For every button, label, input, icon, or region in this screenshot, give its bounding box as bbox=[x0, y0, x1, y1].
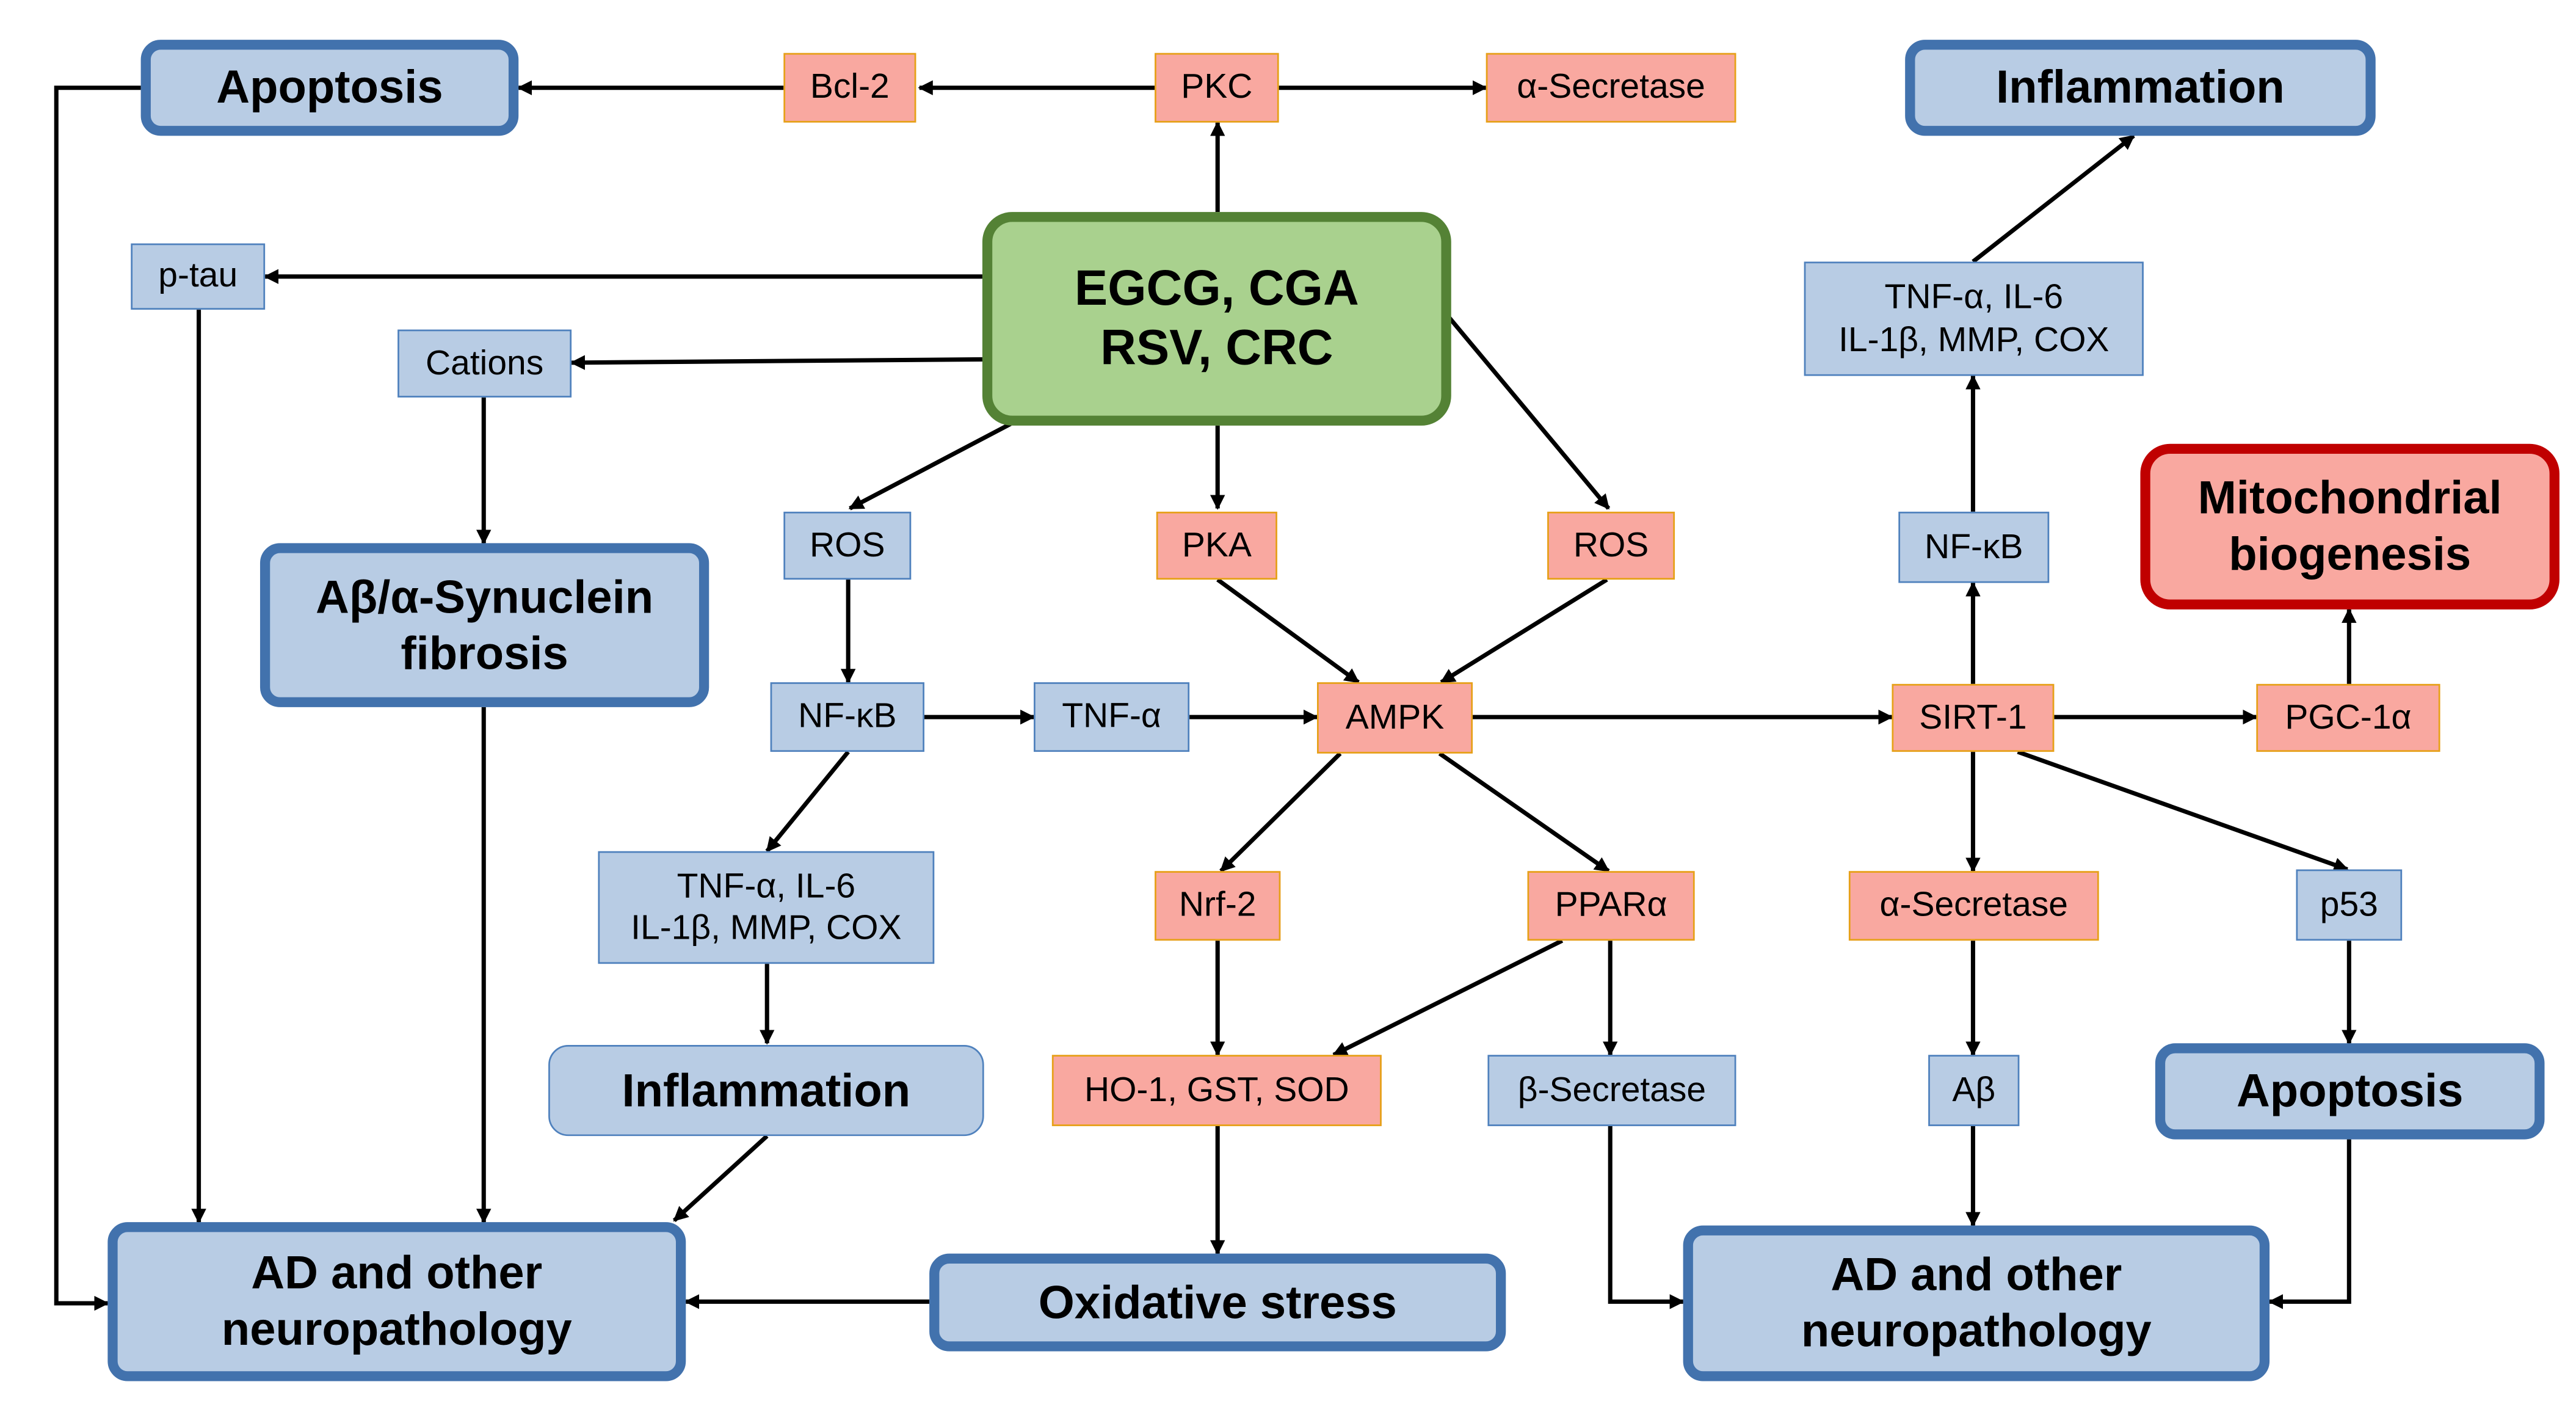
abeta-box: Aβ bbox=[1928, 1055, 2020, 1126]
bcl2-box: Bcl-2 bbox=[783, 53, 916, 123]
compounds-box: EGCG, CGA RSV, CRC bbox=[982, 212, 1451, 426]
sirt1-box: SIRT-1 bbox=[1892, 683, 2055, 752]
arrow-inflammation-to-ad bbox=[672, 1134, 769, 1223]
arrow-ampk-to-nrf2 bbox=[1219, 752, 1342, 873]
ad-right-box: AD and other neuropathology bbox=[1683, 1225, 2270, 1381]
arrow-apoptosis-to-ad-left bbox=[54, 86, 141, 1311]
arrow-ampk-to-ppara bbox=[1438, 751, 1610, 873]
sirt1-label: SIRT-1 bbox=[1919, 699, 2027, 737]
arrow-ros-to-ampk bbox=[1440, 578, 1608, 685]
nfkb-right-box: NF-κB bbox=[1898, 511, 2050, 583]
cations-box: Cations bbox=[397, 329, 572, 398]
alpha-secretase-right-label: α-Secretase bbox=[1879, 886, 2069, 925]
pgc1a-box: PGC-1α bbox=[2256, 683, 2440, 752]
arrow-center-to-ros-left bbox=[848, 422, 1012, 511]
cytokines-left-box: TNF-α, IL-6 IL-1β, MMP, COX bbox=[598, 851, 935, 964]
inflammation-left-box: Inflammation bbox=[548, 1045, 984, 1137]
alpha-secretase-top-box: α-Secretase bbox=[1486, 53, 1736, 123]
ptau-box: p-tau bbox=[131, 243, 266, 310]
beta-secretase-label: β-Secretase bbox=[1517, 1071, 1707, 1110]
arrow-center-to-ros-right bbox=[1448, 316, 1611, 510]
abeta-label: Aβ bbox=[1952, 1071, 1996, 1110]
p53-label: p53 bbox=[2320, 886, 2378, 924]
bcl2-label: Bcl-2 bbox=[810, 68, 890, 107]
mito-biogenesis-label: Mitochondrial biogenesis bbox=[2197, 472, 2502, 580]
apoptosis-right-label: Apoptosis bbox=[2236, 1065, 2464, 1117]
oxidative-stress-box: Oxidative stress bbox=[929, 1253, 1506, 1352]
inflammation-top-box: Inflammation bbox=[1905, 40, 2376, 136]
antioxidants-label: HO-1, GST, SOD bbox=[1084, 1071, 1349, 1110]
alpha-secretase-top-label: α-Secretase bbox=[1517, 68, 1705, 107]
ros-left-label: ROS bbox=[810, 526, 885, 565]
nrf2-box: Nrf-2 bbox=[1155, 871, 1281, 941]
cations-label: Cations bbox=[425, 344, 544, 383]
nfkb-left-label: NF-κB bbox=[798, 697, 897, 737]
pka-label: PKA bbox=[1181, 526, 1252, 565]
arrow-pka-to-ampk bbox=[1216, 578, 1360, 685]
ros-right-label: ROS bbox=[1573, 526, 1649, 565]
ampk-box: AMPK bbox=[1316, 682, 1473, 754]
compounds-label: EGCG, CGA RSV, CRC bbox=[1074, 261, 1359, 376]
ppara-box: PPARα bbox=[1527, 871, 1695, 941]
fibrosis-box: Aβ/α-Synuclein fibrosis bbox=[259, 543, 709, 707]
ad-left-box: AD and other neuropathology bbox=[107, 1222, 686, 1381]
ad-left-label: AD and other neuropathology bbox=[221, 1247, 572, 1355]
antioxidants-box: HO-1, GST, SOD bbox=[1051, 1055, 1382, 1126]
pkc-box: PKC bbox=[1155, 53, 1279, 123]
pka-box: PKA bbox=[1156, 511, 1277, 580]
ppara-label: PPARα bbox=[1555, 886, 1667, 925]
beta-secretase-box: β-Secretase bbox=[1487, 1055, 1736, 1126]
cytokines-right-label: TNF-α, IL-6 IL-1β, MMP, COX bbox=[1838, 278, 2110, 359]
nrf2-label: Nrf-2 bbox=[1178, 886, 1257, 925]
inflammation-top-label: Inflammation bbox=[1996, 61, 2285, 113]
nfkb-right-label: NF-κB bbox=[1925, 528, 2023, 567]
pgc1a-label: PGC-1α bbox=[2285, 699, 2412, 737]
arrow-apoptosis-to-ad-right bbox=[2268, 1139, 2351, 1309]
tnfa-box: TNF-α bbox=[1034, 682, 1190, 752]
alpha-secretase-right-box: α-Secretase bbox=[1848, 871, 2099, 941]
apoptosis-top-label: Apoptosis bbox=[216, 61, 443, 113]
tnfa-label: TNF-α bbox=[1062, 697, 1161, 737]
oxidative-stress-label: Oxidative stress bbox=[1038, 1276, 1397, 1328]
nfkb-left-box: NF-κB bbox=[770, 682, 924, 752]
ad-right-label: AD and other neuropathology bbox=[1801, 1249, 2152, 1356]
ptau-label: p-tau bbox=[158, 257, 238, 296]
arrow-nfkb-to-cytokines bbox=[765, 750, 850, 853]
arrow-beta-secretase-to-ad-right bbox=[1608, 1126, 1685, 1309]
p53-box: p53 bbox=[2296, 869, 2403, 941]
cytokines-right-box: TNF-α, IL-6 IL-1β, MMP, COX bbox=[1804, 261, 2144, 376]
ampk-label: AMPK bbox=[1345, 699, 1445, 737]
apoptosis-right-box: Apoptosis bbox=[2155, 1043, 2545, 1140]
apoptosis-top-box: Apoptosis bbox=[140, 40, 519, 136]
mito-biogenesis-box: Mitochondrial biogenesis bbox=[2140, 443, 2560, 610]
ros-left-box: ROS bbox=[783, 511, 912, 580]
arrow-center-to-cations bbox=[570, 355, 982, 370]
fibrosis-label: Aβ/α-Synuclein fibrosis bbox=[315, 571, 654, 679]
pkc-label: PKC bbox=[1181, 68, 1253, 107]
cytokines-left-label: TNF-α, IL-6 IL-1β, MMP, COX bbox=[631, 867, 902, 948]
arrow-cytokines-to-inflammation-right bbox=[1972, 134, 2135, 264]
arrow-sirt1-to-p53 bbox=[2017, 749, 2349, 872]
inflammation-left-label: Inflammation bbox=[622, 1064, 911, 1116]
arrow-ppara-to-antioxidants bbox=[1332, 939, 1564, 1057]
ros-right-box: ROS bbox=[1547, 511, 1675, 580]
